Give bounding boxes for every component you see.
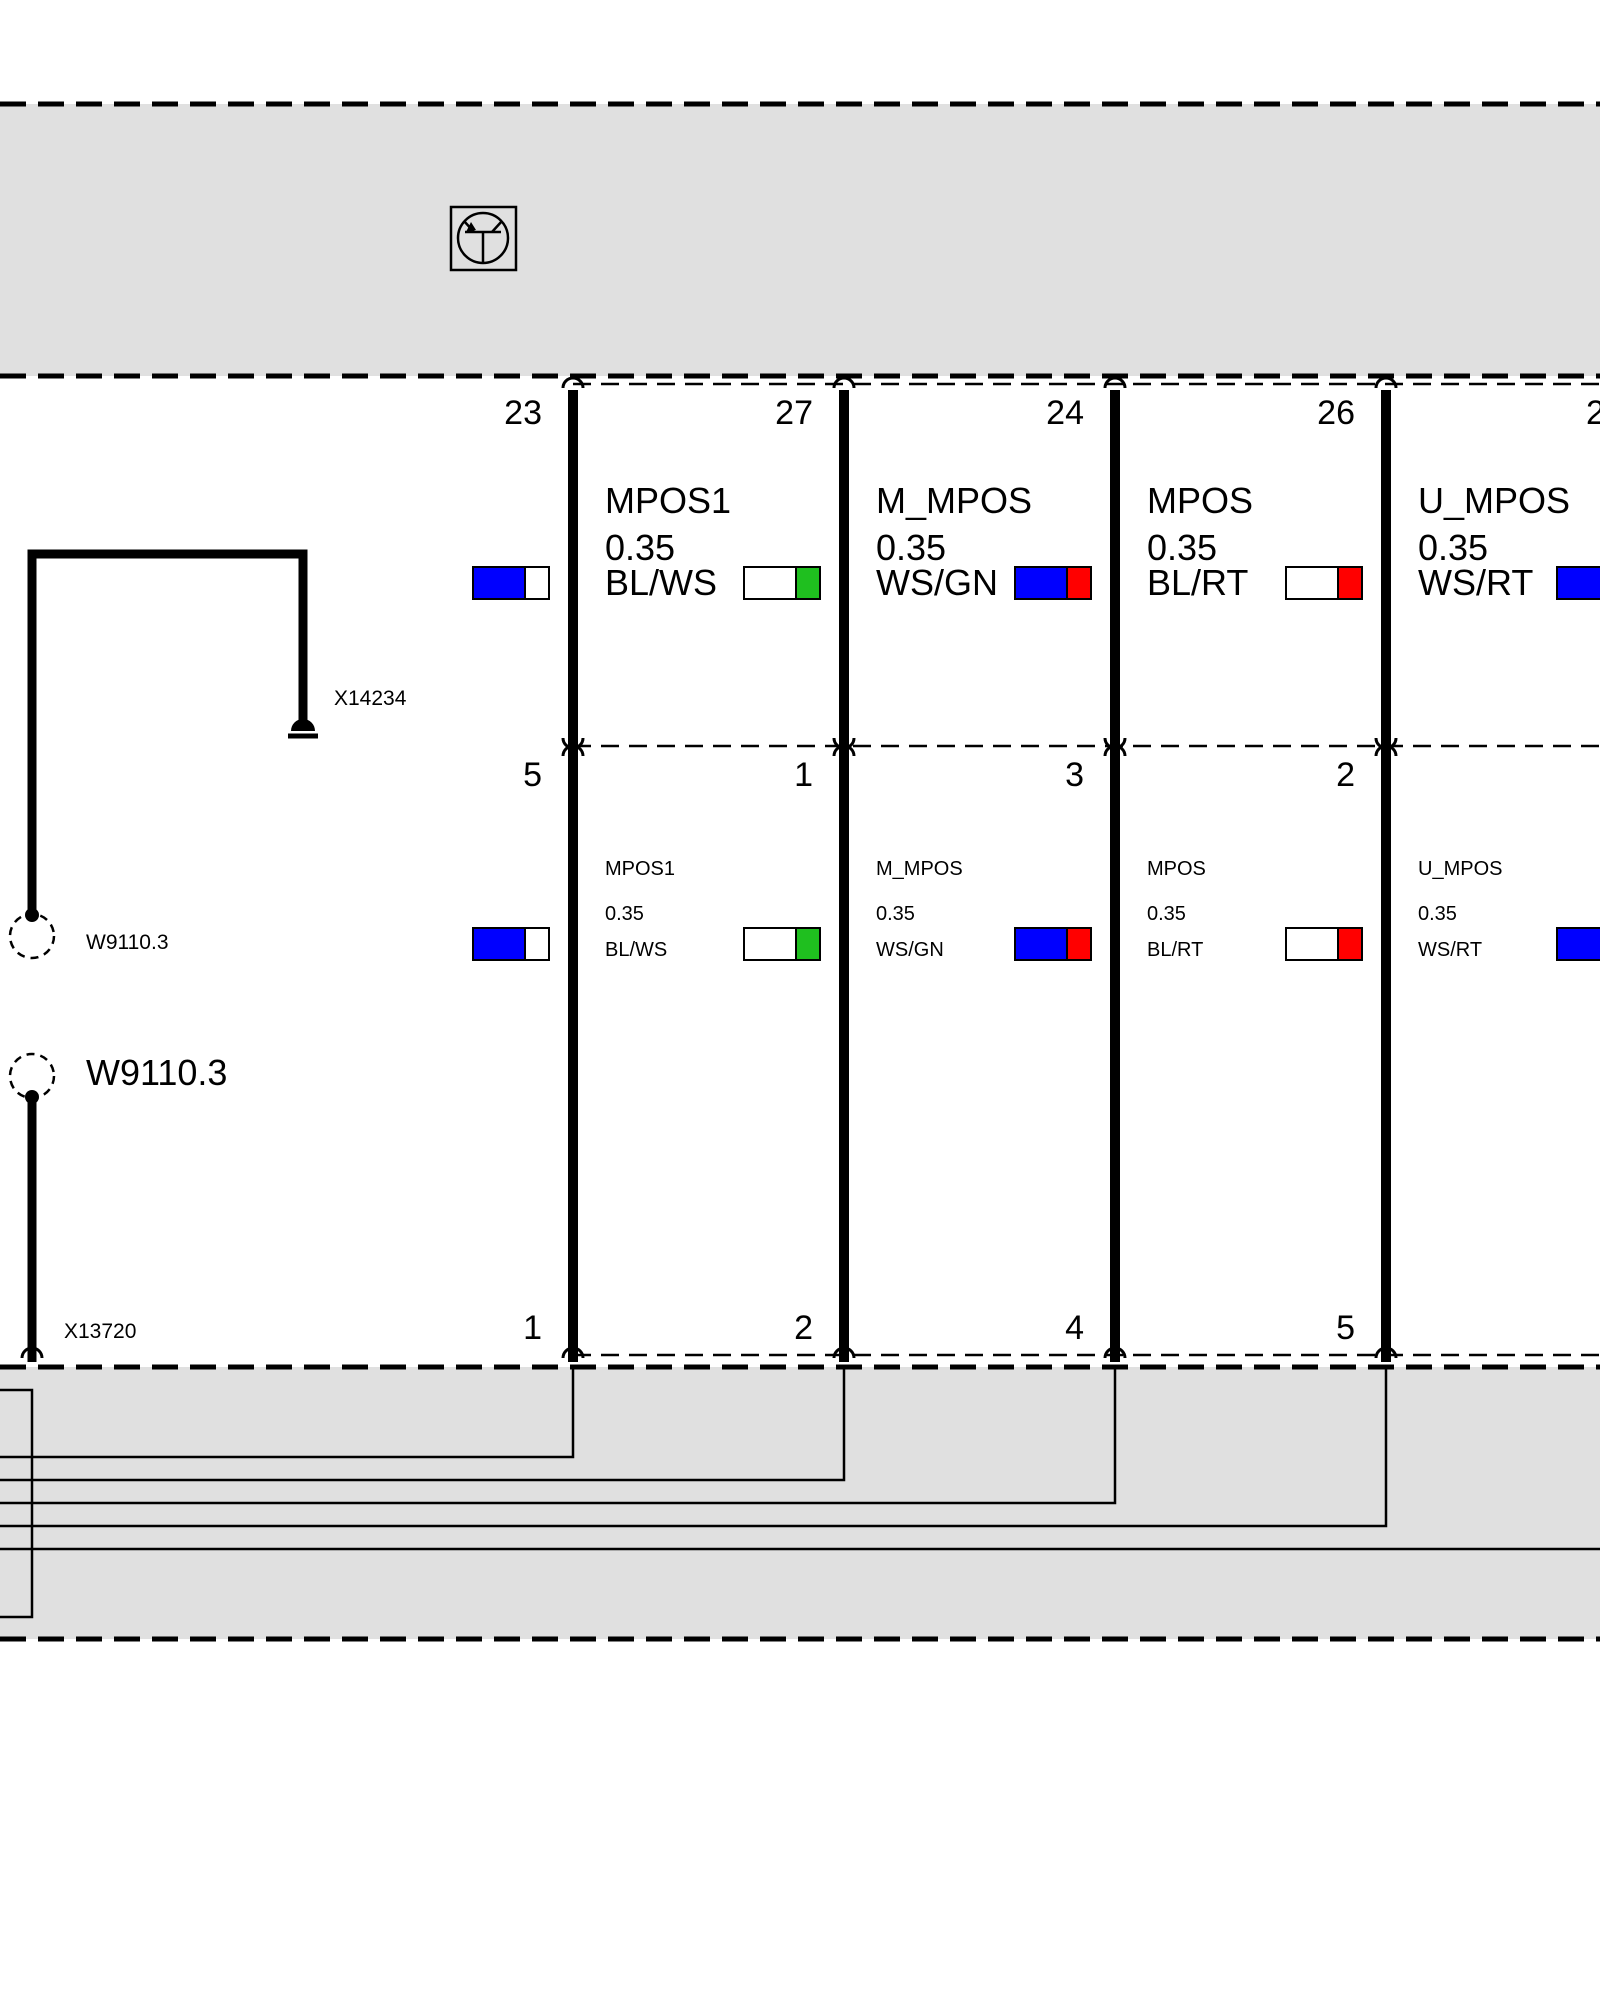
ground-symbol	[288, 719, 318, 739]
color-swatch-bl-rt	[1014, 566, 1092, 600]
upper-wire-name: U_MPOS	[1418, 480, 1570, 521]
middle-wire-name: MPOS	[1147, 858, 1206, 880]
splice-large-label: W9110.3	[86, 1052, 227, 1093]
middle-pin-number: 2	[1336, 756, 1355, 794]
middle-wire-color-code: WS/GN	[876, 939, 944, 961]
middle-wire-size: 0.35	[1147, 903, 1186, 925]
color-swatch-bl-ws	[472, 566, 550, 600]
upper-wire-color-code: BL/WS	[605, 562, 717, 603]
middle-wire-size: 0.35	[876, 903, 915, 925]
color-swatch-ws-gn	[743, 927, 821, 961]
splice-large-icon	[8, 1052, 56, 1104]
upper-pin-number: 27	[775, 394, 813, 432]
pin-terminals	[20, 376, 1398, 1359]
transistor-icon	[449, 205, 518, 272]
middle-wire-size: 0.35	[1418, 903, 1457, 925]
color-swatch-bl-ws	[472, 927, 550, 961]
color-swatch-ws-rt	[1285, 927, 1363, 961]
color-swatch-partial	[1556, 566, 1600, 600]
upper-wire-size: 0.35	[605, 527, 675, 568]
middle-pin-number: 3	[1065, 756, 1084, 794]
middle-wire-color-code: WS/RT	[1418, 939, 1482, 961]
splice-small-icon	[8, 908, 56, 960]
lower-pin-number: 2	[794, 1309, 813, 1347]
upper-pin-number: 23	[504, 394, 542, 432]
upper-wire-name: M_MPOS	[876, 480, 1032, 521]
middle-wire-name: U_MPOS	[1418, 858, 1502, 880]
top-module-panel	[0, 104, 1600, 376]
middle-wire-name: MPOS1	[605, 858, 675, 880]
lower-connector-label: X13720	[64, 1320, 136, 1343]
upper-wire-size: 0.35	[1147, 527, 1217, 568]
upper-pin-number: 2	[1586, 394, 1600, 432]
lower-pin-number: 1	[523, 1309, 542, 1347]
upper-wire-color-code: BL/RT	[1147, 562, 1248, 603]
middle-wire-name: M_MPOS	[876, 858, 963, 880]
upper-wire-color-code: WS/RT	[1418, 562, 1533, 603]
color-swatch-partial	[1556, 927, 1600, 961]
upper-wire-name: MPOS	[1147, 480, 1253, 521]
lower-pin-number: 5	[1336, 1309, 1355, 1347]
lower-pin-number: 4	[1065, 1309, 1084, 1347]
middle-wire-color-code: BL/WS	[605, 939, 667, 961]
upper-wire-size: 0.35	[1418, 527, 1488, 568]
middle-wire-color-code: BL/RT	[1147, 939, 1203, 961]
upper-wire-color-code: WS/GN	[876, 562, 998, 603]
upper-wire-name: MPOS1	[605, 480, 731, 521]
harness-wires	[568, 390, 1391, 1362]
middle-wire-size: 0.35	[605, 903, 644, 925]
color-swatch-ws-gn	[743, 566, 821, 600]
color-swatch-ws-rt	[1285, 566, 1363, 600]
middle-pin-number: 5	[523, 756, 542, 794]
upper-pin-number: 24	[1046, 394, 1084, 432]
splice-small-label: W9110.3	[86, 931, 169, 954]
ground-label: X14234	[334, 687, 407, 710]
upper-pin-number: 26	[1317, 394, 1355, 432]
color-swatch-bl-rt	[1014, 927, 1092, 961]
middle-pin-number: 1	[794, 756, 813, 794]
upper-wire-size: 0.35	[876, 527, 946, 568]
ground-wire	[27, 549, 308, 1362]
bottom-panel-wiring	[0, 1367, 1600, 1619]
